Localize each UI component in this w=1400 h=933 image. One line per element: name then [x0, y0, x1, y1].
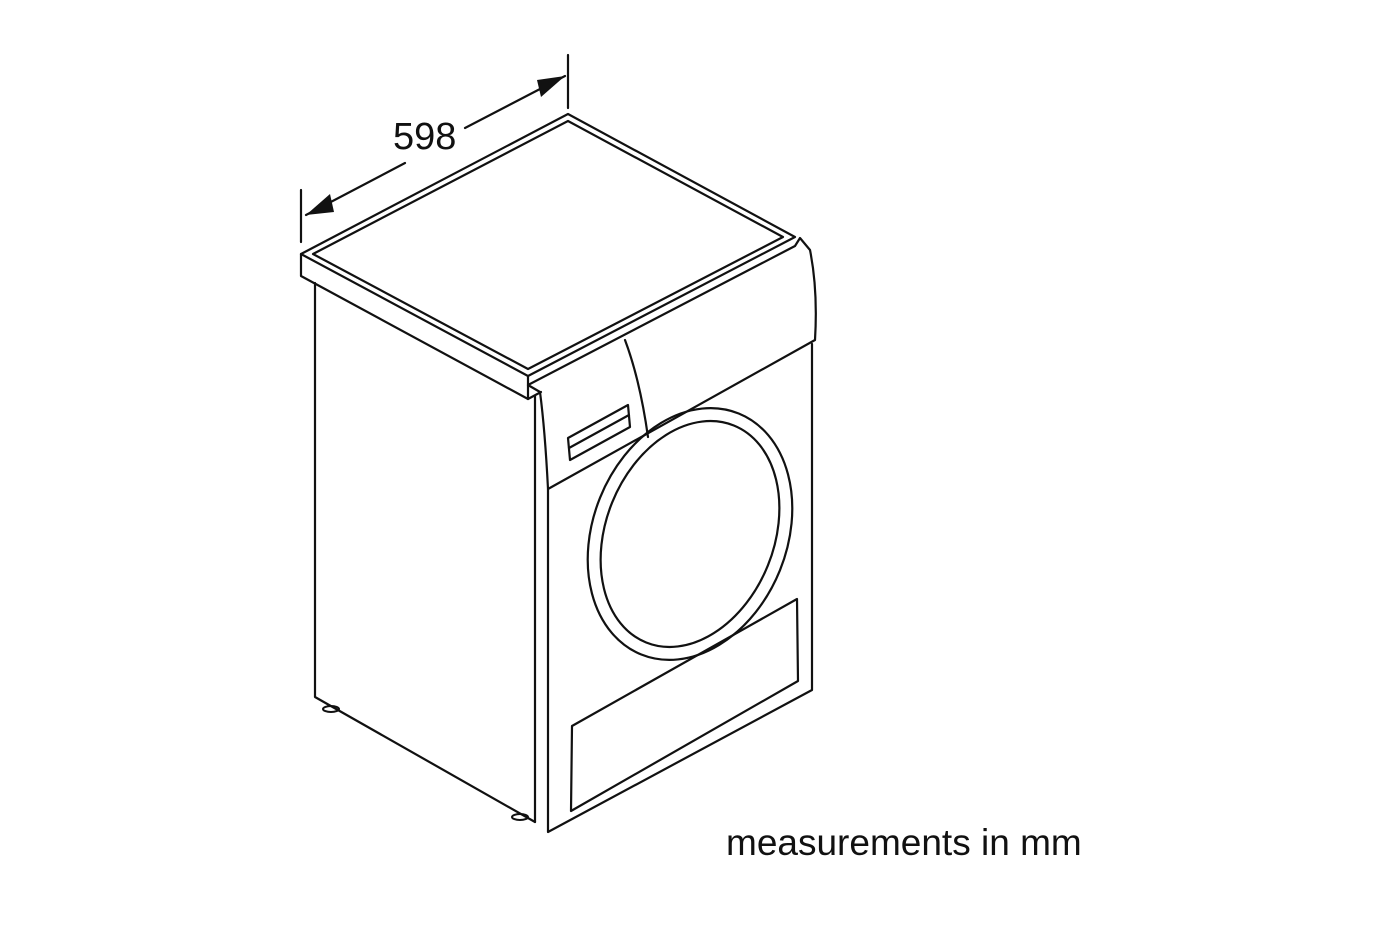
units-note: measurements in mm	[726, 822, 1082, 863]
foot	[511, 813, 529, 821]
top-plate	[299, 112, 797, 401]
front-panel	[546, 342, 814, 834]
door-inner	[599, 419, 781, 649]
kickplate	[569, 597, 800, 813]
side-panel	[313, 281, 537, 824]
control-panel	[526, 236, 817, 491]
width-dimension	[299, 53, 570, 244]
door-outer	[586, 407, 794, 661]
arrow-right-icon	[537, 76, 565, 97]
arrow-left-icon	[306, 194, 334, 215]
width-dimension-label: 598	[393, 116, 457, 158]
foot	[322, 705, 340, 713]
